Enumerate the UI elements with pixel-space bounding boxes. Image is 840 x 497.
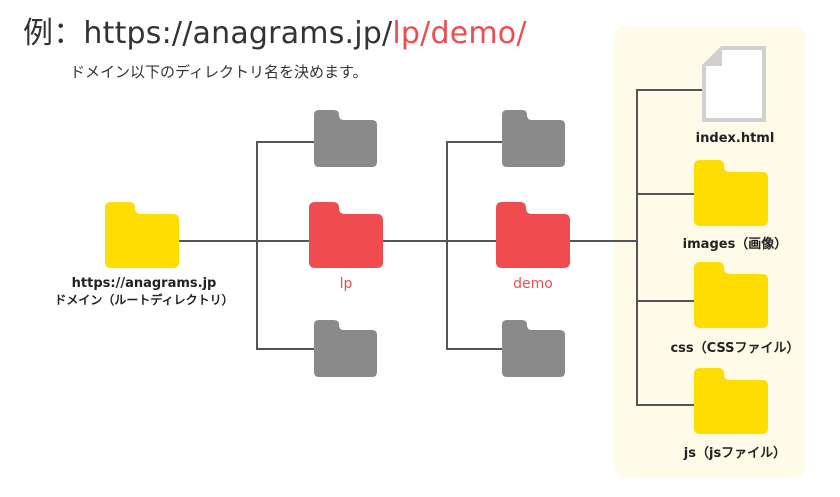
file-icon[interactable] [702,46,766,122]
connector-lp-bottom [256,348,314,350]
connector-demo-to-contents [565,240,637,242]
root-label: https://anagrams.jp ドメイン（ルートディレクトリ） [50,276,238,308]
connector-lp-to-demo [376,240,502,242]
other-folder-icon[interactable] [314,110,377,167]
demo-folder-icon[interactable] [496,202,570,268]
content-label-index: index.html [695,131,775,146]
url-prefix: 例：https://anagrams.jp/ [23,16,393,51]
demo-label: demo [513,276,553,292]
root-folder-icon[interactable] [105,202,179,268]
images-folder-icon[interactable] [694,160,768,226]
lp-folder-icon[interactable] [309,202,383,268]
lp-label: lp [339,276,353,292]
connector-css [636,300,696,302]
connector-demo-top [446,141,502,143]
content-label-js: js（jsファイル） [683,446,787,461]
other-folder-icon[interactable] [314,320,377,377]
other-folder-icon[interactable] [502,320,565,377]
connector-contents-vertical [636,89,638,405]
example-url-title: 例：https://anagrams.jp/lp/demo/ [23,14,527,54]
root-label-url: https://anagrams.jp [71,276,217,291]
connector-lp-top [256,141,314,143]
connector-root-to-lp [178,240,310,242]
connector-index [636,89,704,91]
url-highlight: lp/demo/ [392,16,527,51]
content-label-css: css（CSSファイル） [670,341,800,356]
subtitle: ドメイン以下のディレクトリ名を決めます。 [70,63,368,81]
connector-lp-vertical [256,141,258,350]
connector-demo-bottom [446,348,502,350]
content-label-images: images（画像） [682,237,788,252]
connector-demo-vertical [446,141,448,350]
connector-js [636,404,696,406]
css-folder-icon[interactable] [694,262,768,328]
other-folder-icon[interactable] [502,110,565,167]
connector-images [636,193,696,195]
js-folder-icon[interactable] [694,368,768,434]
root-label-desc: ドメイン（ルートディレクトリ） [54,293,234,307]
